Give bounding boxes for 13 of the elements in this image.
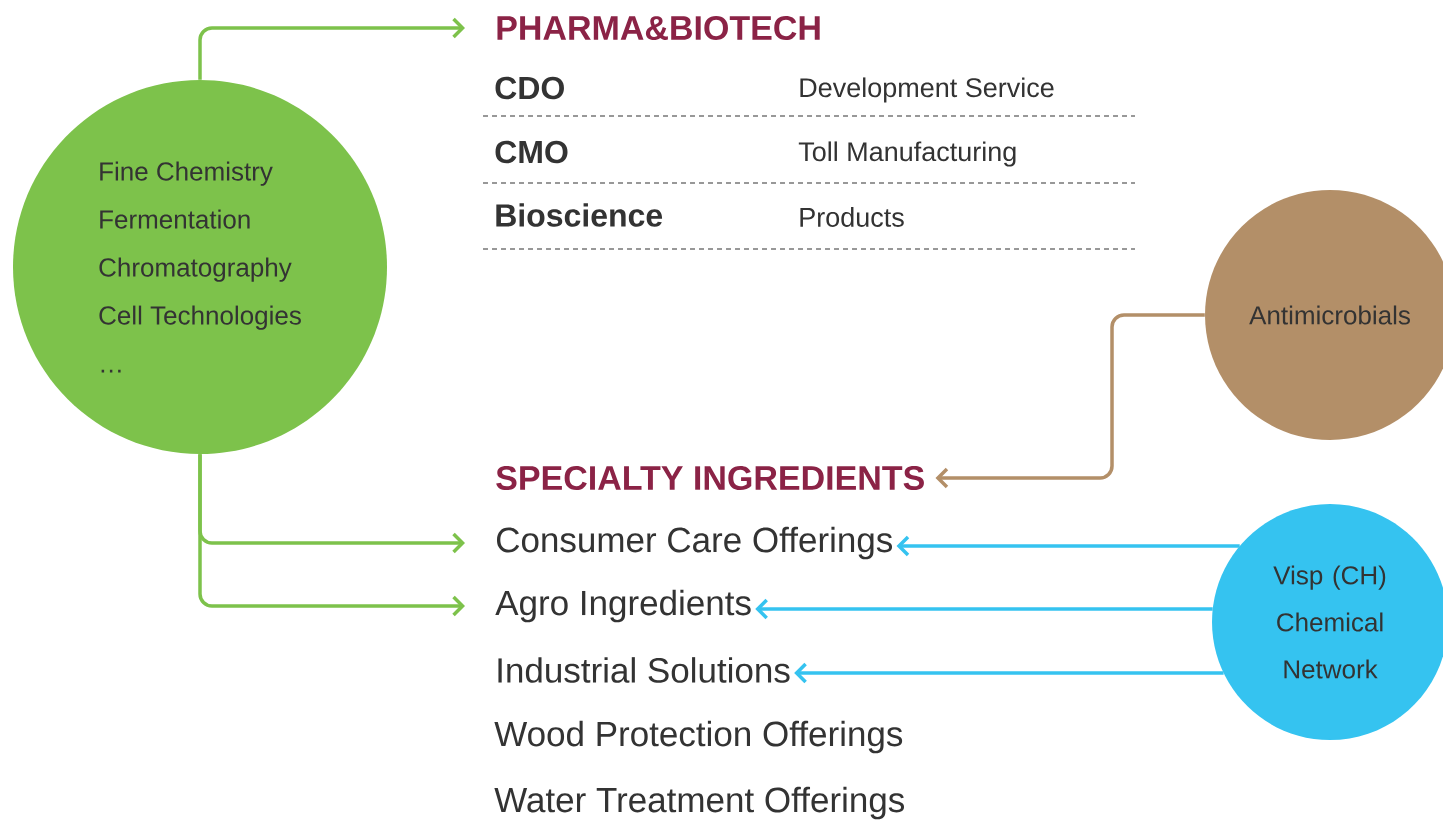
offering-text: Water Treatment Offerings [494, 786, 904, 820]
service-text: Development Service [800, 77, 1054, 103]
offering-text: Wood Protection Offerings [494, 720, 903, 754]
segment-heading: SPECIALTY INGREDIENTS [496, 465, 924, 491]
offering-text: Industrial Solutions [498, 657, 790, 683]
service-text: Products [800, 207, 904, 227]
service-code: CMO [495, 140, 568, 164]
offering-text: Agro Ingredients [495, 589, 751, 623]
service-code: Bioscience [496, 203, 663, 227]
segment-heading: PHARMA&BIOTECH [497, 15, 820, 41]
service-code: CDO [495, 76, 564, 100]
service-text: Toll Manufacturing [798, 141, 1016, 167]
offering-text: Consumer Care Offerings [497, 526, 893, 560]
